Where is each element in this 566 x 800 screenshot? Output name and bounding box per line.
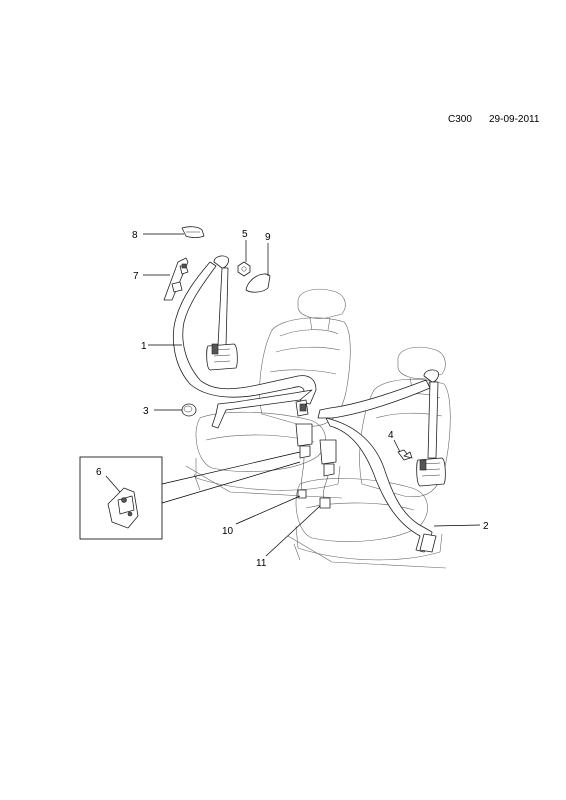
part-6-bracket (107, 487, 139, 529)
leader-lines (105, 233, 481, 557)
callout-5: 5 (242, 229, 248, 240)
diagram-date: 29-09-2011 (489, 114, 540, 125)
callout-11: 11 (256, 558, 267, 569)
callout-1: 1 (141, 341, 147, 352)
part-4-bolt (397, 449, 413, 461)
callout-7: 7 (133, 271, 139, 282)
part-5-nut (237, 261, 251, 277)
callout-labels: 1 2 3 4 5 6 7 8 9 10 11 (96, 229, 489, 569)
callout-10: 10 (222, 526, 234, 537)
part-1-seat-belt-left (173, 255, 317, 429)
callout-8: 8 (132, 230, 138, 241)
part-8-guide-cover (181, 226, 205, 238)
part-2-seat-belt-right (317, 369, 446, 553)
part-11-buckle-right (319, 439, 337, 509)
part-10-buckle-left (295, 423, 313, 499)
part-9-trim-cover (245, 273, 271, 293)
part-3-cap (181, 403, 197, 417)
detail-inset (79, 451, 301, 540)
callout-6: 6 (96, 467, 102, 478)
diagram-code: C300 (448, 114, 472, 125)
callout-4: 4 (388, 430, 394, 441)
callout-3: 3 (143, 406, 149, 417)
part-7-height-adjuster (163, 257, 189, 301)
callout-2: 2 (483, 521, 489, 532)
callout-9: 9 (265, 232, 271, 243)
